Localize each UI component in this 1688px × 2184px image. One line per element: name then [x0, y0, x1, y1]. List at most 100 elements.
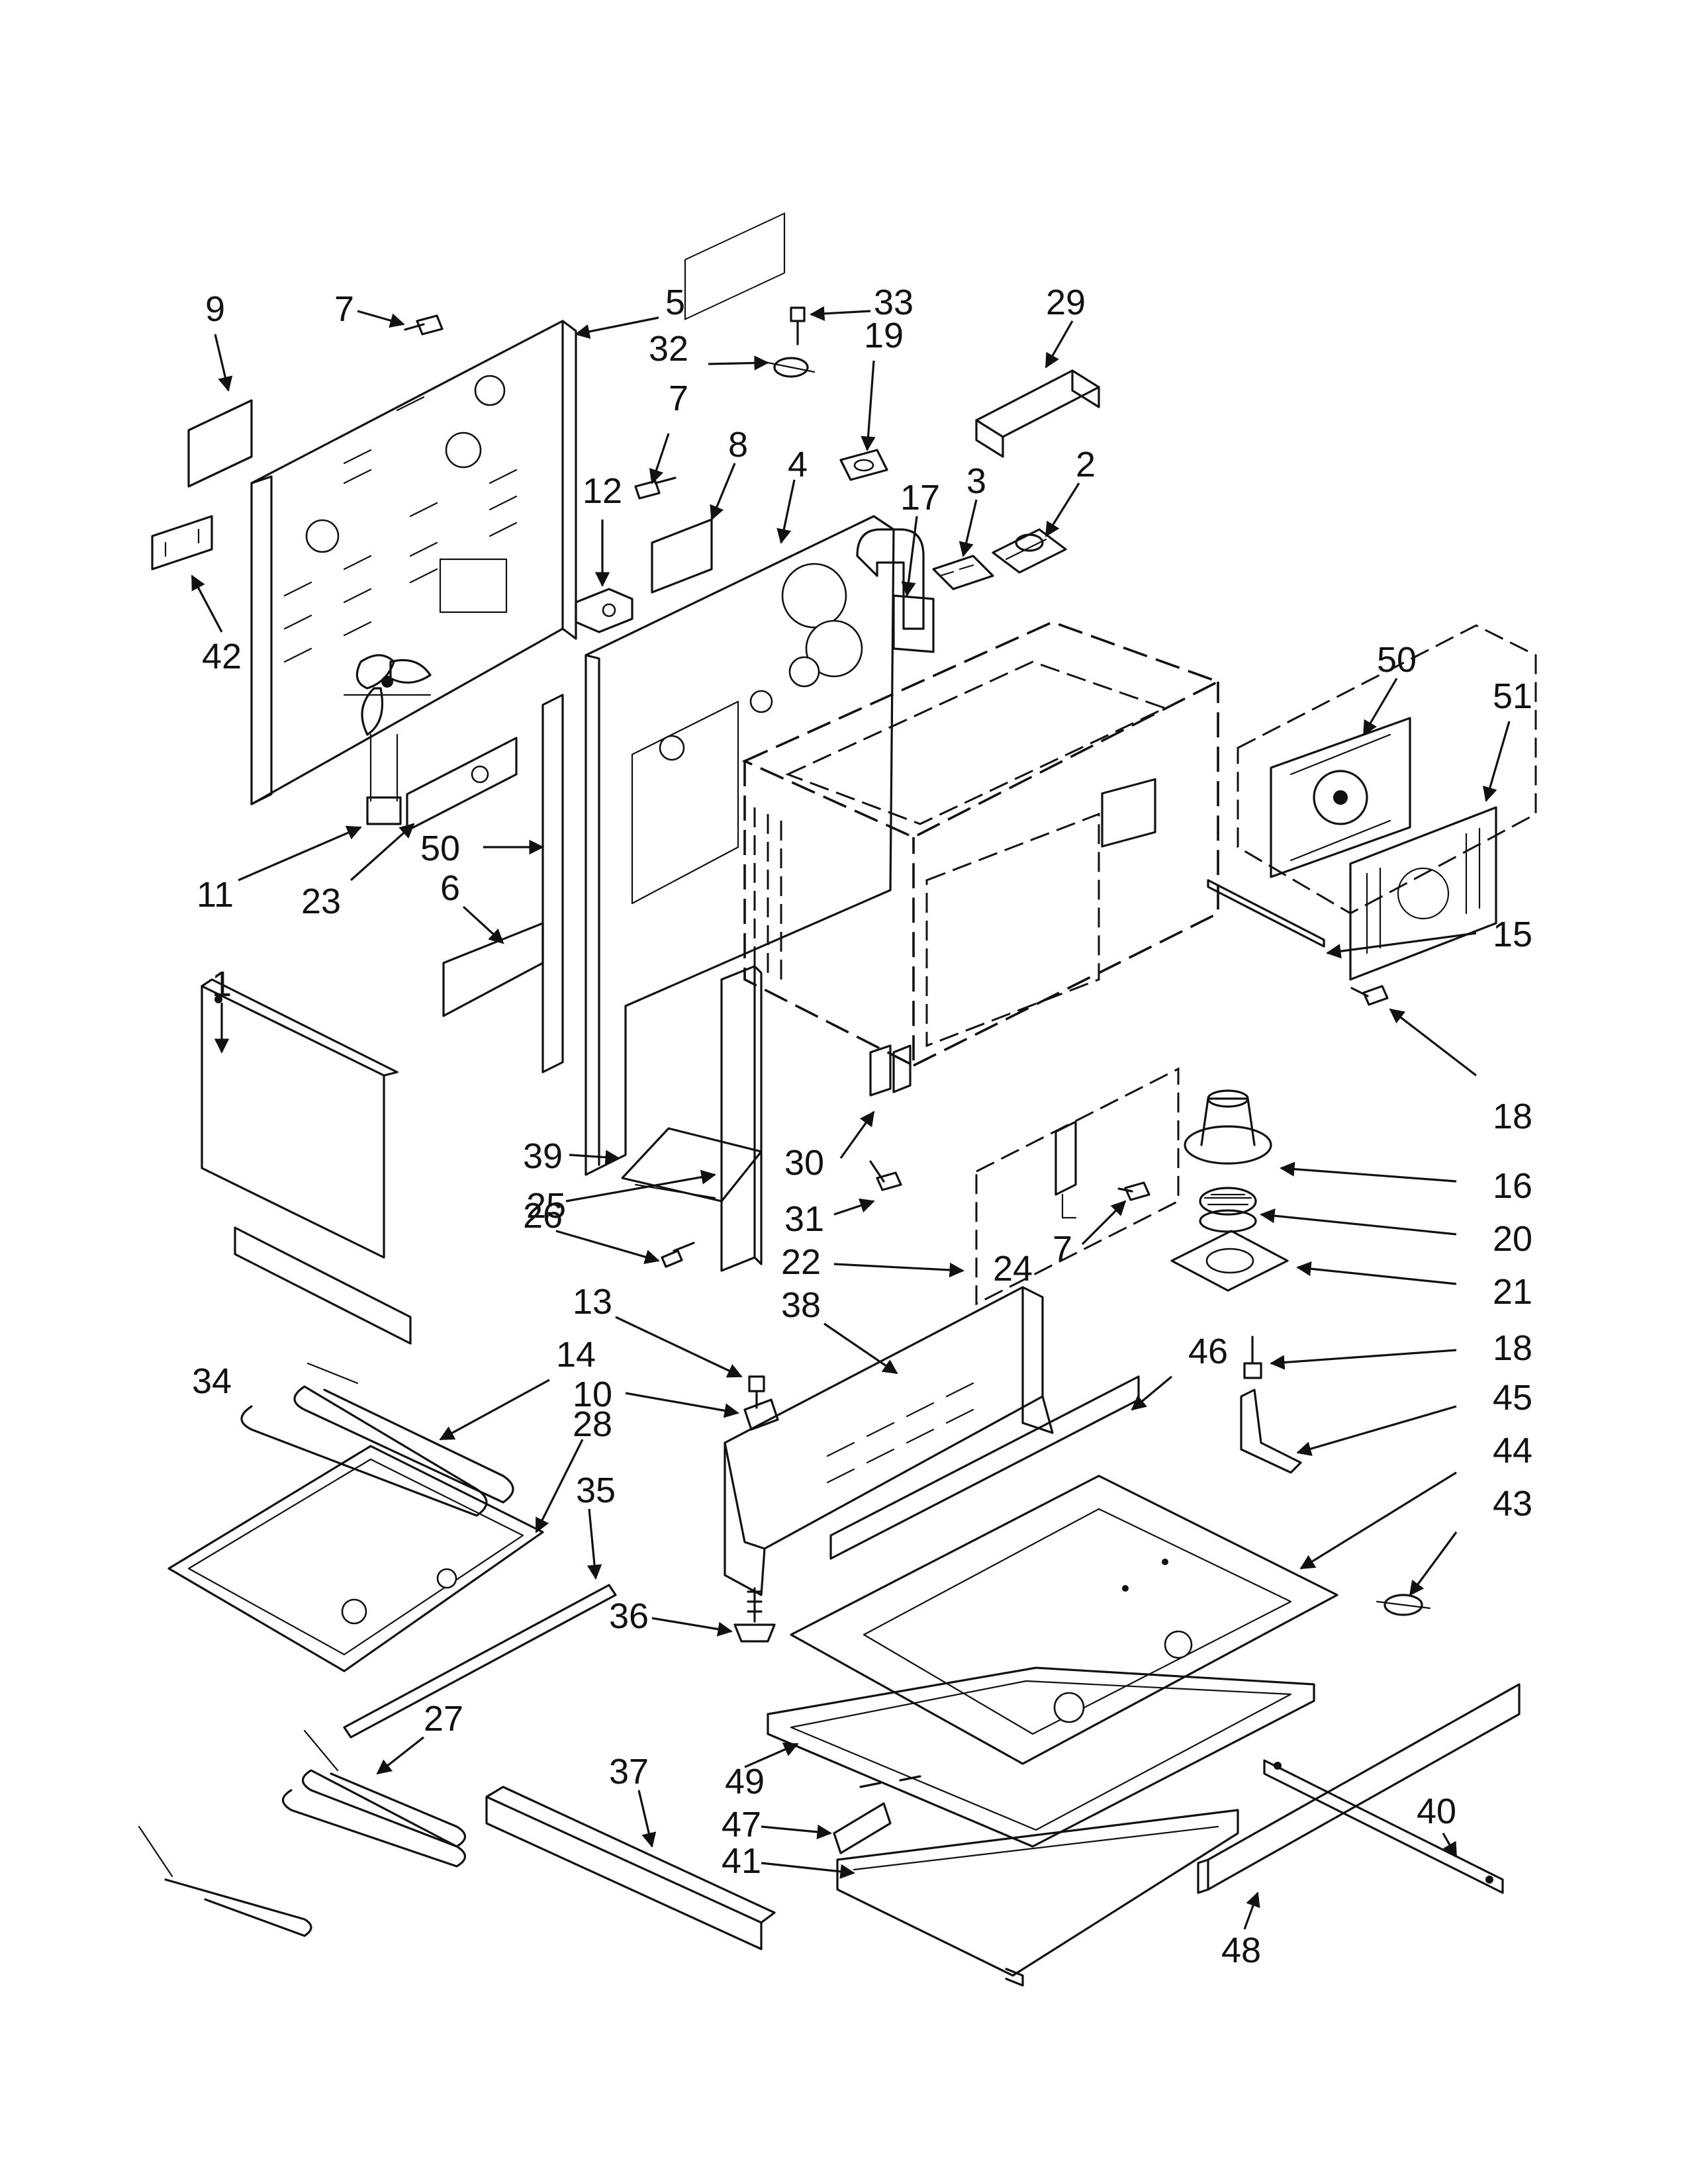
drawer-front-part-49 [767, 1666, 1315, 1848]
leader-36 [651, 1617, 733, 1637]
callout-21: 21 [1493, 1272, 1532, 1312]
leader-29 [1045, 320, 1074, 369]
drawer-liner-part-47 [833, 1802, 892, 1854]
callout-24: 24 [993, 1249, 1033, 1289]
slide-strip-part-35 [343, 1584, 617, 1739]
callout-44: 44 [1493, 1431, 1532, 1471]
callout-8: 8 [728, 425, 748, 465]
callout-3: 3 [966, 461, 986, 501]
callout-49: 49 [725, 1762, 765, 1801]
leader-39 [569, 1150, 620, 1165]
callout-7-b: 7 [669, 379, 688, 418]
callout-37: 37 [609, 1752, 649, 1792]
tray-part-28 [167, 1445, 544, 1672]
leader-7-a [357, 310, 405, 328]
leader-42 [191, 574, 223, 633]
leader-40 [1442, 1833, 1458, 1858]
screen-part-20 [1199, 1187, 1257, 1233]
thermostat-part-43 [1376, 1594, 1431, 1616]
broil-element-part-27 [138, 1729, 467, 1937]
callout-32: 32 [649, 329, 688, 369]
callout-50-a: 50 [420, 829, 460, 868]
callout-14: 14 [556, 1335, 596, 1375]
screw-part-33 [790, 306, 806, 345]
callout-42: 42 [202, 637, 242, 676]
leader-26 [555, 1230, 660, 1265]
screw-part-7-b [634, 477, 677, 500]
leader-lines [191, 306, 1511, 1930]
vent-cover-part-29 [975, 369, 1100, 458]
callout-7-c: 7 [1053, 1229, 1072, 1269]
callout-7-a: 7 [334, 289, 354, 329]
leader-22 [833, 1262, 964, 1278]
callout-6: 6 [440, 868, 460, 908]
convection-assembly-outline [1237, 624, 1537, 915]
oven-cavity-outline [741, 621, 1221, 1068]
leader-15 [1326, 932, 1477, 959]
drawer-base-part-41 [836, 1809, 1239, 1987]
callout-33: 33 [874, 283, 914, 322]
leader-9 [214, 334, 233, 392]
leader-35 [586, 1508, 602, 1580]
leader-20 [1260, 1208, 1457, 1236]
screw-part-18-a [1350, 985, 1389, 1006]
leader-25 [565, 1169, 716, 1203]
leader-32 [708, 355, 769, 371]
callout-25: 25 [526, 1186, 566, 1226]
leader-44 [1299, 1471, 1457, 1570]
block-part-12 [575, 588, 633, 633]
fan-motor-part-11 [343, 654, 432, 825]
vent-duct-part-17 [856, 528, 935, 653]
leader-7-c [1081, 1200, 1127, 1246]
rod-part-15 [1207, 879, 1325, 948]
trim-strip-part-46 [829, 1375, 1140, 1560]
leader-3 [959, 499, 978, 557]
small-bracket-part-10 [743, 1398, 779, 1431]
callout-13: 13 [573, 1282, 612, 1322]
callout-15: 15 [1493, 915, 1532, 954]
leader-4 [776, 479, 796, 544]
callout-9: 9 [205, 289, 225, 329]
leader-13 [615, 1316, 743, 1378]
access-cover-part-9 [187, 399, 253, 488]
leader-6 [462, 905, 504, 944]
callout-27: 27 [424, 1699, 463, 1739]
mounting-plate-part-21 [1170, 1230, 1289, 1292]
callout-22: 22 [781, 1242, 821, 1282]
leader-23 [350, 823, 415, 882]
callout-50-b: 50 [1377, 640, 1417, 680]
callout-30: 30 [784, 1143, 824, 1183]
side-panel-part-4 [585, 212, 895, 1176]
leader-10 [625, 1392, 739, 1418]
thermostat-part-32 [767, 357, 816, 378]
gasket-part-19 [839, 449, 888, 481]
hinge-receptacle-part-30 [869, 1044, 912, 1097]
leader-16 [1280, 1161, 1457, 1183]
callout-18-b: 18 [1493, 1328, 1532, 1368]
leader-18-a [1389, 1008, 1477, 1077]
callout-19: 19 [864, 316, 904, 355]
bottom-pan-part-44 [790, 1475, 1338, 1765]
leader-47 [761, 1824, 832, 1840]
callout-40: 40 [1417, 1792, 1456, 1831]
trim-strip-part-34 [234, 1226, 412, 1345]
callout-51: 51 [1493, 676, 1532, 716]
leader-51 [1482, 721, 1511, 802]
callout-2: 2 [1076, 445, 1096, 484]
screw-part-26 [661, 1242, 695, 1268]
callout-47: 47 [722, 1805, 761, 1844]
callout-23: 23 [301, 882, 341, 921]
leader-43 [1409, 1531, 1458, 1596]
leader-31 [833, 1198, 875, 1216]
callout-17: 17 [900, 478, 940, 518]
callout-48: 48 [1221, 1931, 1261, 1970]
leader-45 [1296, 1405, 1457, 1457]
leader-49 [744, 1742, 799, 1768]
callout-labels: 9 7 5 33 32 19 29 7 8 2 12 4 17 3 42 50 … [192, 283, 1532, 1970]
leader-48 [1243, 1891, 1260, 1930]
callout-28: 28 [573, 1404, 612, 1444]
front-frame-part-38 [724, 1286, 1054, 1596]
drawer-glide-part-40 [1263, 1759, 1504, 1894]
callout-5: 5 [665, 283, 685, 322]
